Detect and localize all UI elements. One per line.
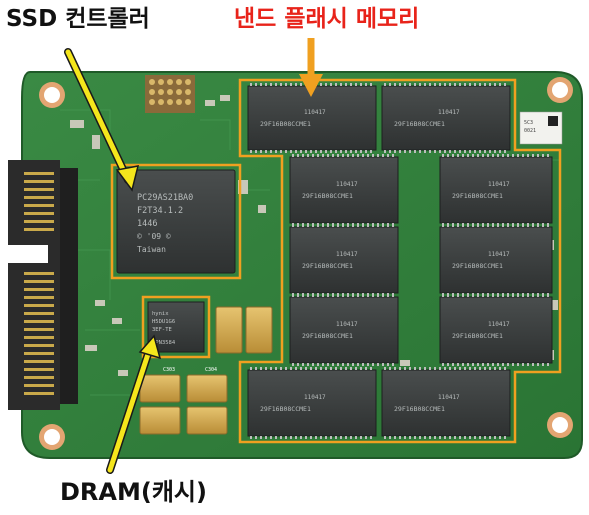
nand-top-line: 110417	[304, 109, 326, 116]
arrow-to-dram	[106, 334, 162, 474]
nand-chip: 110417 29F16B08CCME1	[439, 154, 553, 226]
nand-top-line: 110417	[336, 321, 358, 328]
nand-top-line: 110417	[304, 394, 326, 401]
controller-line-1: PC29AS21BA0	[137, 193, 193, 203]
test-pad-grid	[145, 75, 195, 113]
cap-label-1: C303	[163, 367, 175, 373]
arrow-to-controller	[64, 48, 140, 192]
nand-bottom-line: 29F16B08CCME1	[302, 332, 353, 340]
nand-bottom-line: 29F16B08CCME1	[452, 262, 503, 270]
label-sticker: 5C3 0021	[519, 111, 563, 145]
nand-top-line: 110417	[488, 181, 510, 188]
dram-line-3: 3EF-TE	[152, 327, 172, 333]
controller-line-5: Taiwan	[137, 245, 166, 254]
nand-chip: 110417 29F16B08CCME1	[247, 83, 377, 153]
sata-connector	[8, 160, 78, 410]
sticker-line-1: 5C3	[524, 120, 533, 126]
controller-line-2: F2T34.1.2	[137, 206, 183, 216]
nand-bottom-line: 29F16B08CCME1	[302, 262, 353, 270]
nand-label: 낸드 플래시 메모리	[234, 6, 420, 32]
nand-top-line: 110417	[336, 181, 358, 188]
nand-chip: 110417 29F16B08CCME1	[381, 367, 511, 439]
arrow-to-nand	[299, 38, 323, 97]
dram-label: DRAM(캐시)	[60, 478, 207, 506]
nand-chip: 110417 29F16B08CCME1	[247, 367, 377, 439]
dram-chip: hynix H5DU1G6 3EF-TE JPN3584	[141, 295, 211, 359]
dram-line-2: H5DU1G6	[152, 319, 175, 325]
nand-flash-chips: 11041729F16B08CCME111041729F16B08CCME111…	[247, 83, 553, 439]
nand-top-line: 110417	[438, 394, 460, 401]
nand-top-line: 110417	[488, 251, 510, 258]
nand-chip: 110417 29F16B08CCME1	[381, 83, 511, 153]
dram-line-1: hynix	[152, 311, 169, 317]
nand-chip: 110417 29F16B08CCME1	[289, 154, 399, 226]
nand-chip: 110417 29F16B08CCME1	[289, 224, 399, 296]
cap-label-2: C304	[205, 367, 217, 373]
nand-top-line: 110417	[438, 109, 460, 116]
nand-bottom-line: 29F16B08CCME1	[452, 192, 503, 200]
mounting-holes	[39, 77, 573, 450]
dram-line-4: JPN3584	[152, 340, 176, 346]
nand-chip: 110417 29F16B08CCME1	[439, 224, 553, 296]
sticker-line-2: 0021	[524, 128, 536, 134]
controller-chip: PC29AS21BA0 F2T34.1.2 1446 © '09 © Taiwa…	[110, 163, 242, 280]
nand-top-line: 110417	[336, 251, 358, 258]
controller-label: SSD 컨트롤러	[6, 6, 150, 32]
nand-chip: 110417 29F16B08CCME1	[439, 294, 553, 366]
controller-line-3: 1446	[137, 219, 157, 229]
capacitors: C303 C304	[139, 306, 273, 435]
nand-top-line: 110417	[488, 321, 510, 328]
nand-bottom-line: 29F16B08CCME1	[452, 332, 503, 340]
controller-line-4: © '09 ©	[137, 232, 171, 241]
nand-chip: 110417 29F16B08CCME1	[289, 294, 399, 366]
nand-bottom-line: 29F16B08CCME1	[394, 405, 445, 413]
nand-bottom-line: 29F16B08CCME1	[302, 192, 353, 200]
nand-bottom-line: 29F16B08CCME1	[260, 405, 311, 413]
nand-highlight-outline	[238, 78, 562, 444]
nand-bottom-line: 29F16B08CCME1	[394, 120, 445, 128]
nand-bottom-line: 29F16B08CCME1	[260, 120, 311, 128]
